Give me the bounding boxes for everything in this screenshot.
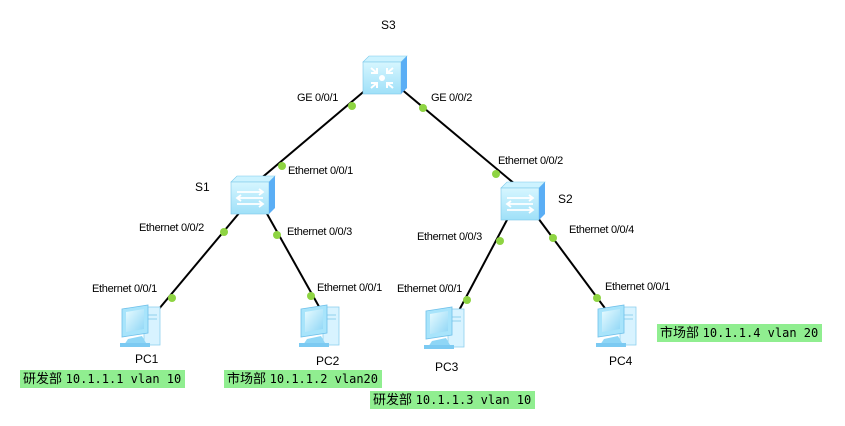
port-dot-pc1-e001 — [168, 294, 176, 302]
link-s3-s2[interactable] — [399, 87, 523, 191]
port-label-s1-e002: Ethernet 0/0/2 — [139, 222, 204, 234]
port-dot-s2-e003 — [496, 237, 504, 245]
pc-icon — [596, 304, 637, 347]
note-dept: 研发部 — [373, 393, 413, 408]
port-dot-s3-ge002 — [419, 104, 427, 112]
device-label-s2: S2 — [558, 192, 573, 206]
port-dot-pc2-e001 — [307, 292, 315, 300]
port-dot-s2-e002 — [492, 170, 500, 178]
port-dot-s3-ge001 — [348, 102, 356, 110]
port-label-pc1-e001: Ethernet 0/0/1 — [92, 283, 157, 295]
port-label-s2-e004: Ethernet 0/0/4 — [569, 224, 634, 236]
note-dept: 市场部 — [660, 326, 700, 341]
pc-pc2[interactable] — [299, 304, 340, 347]
note-dept: 市场部 — [227, 372, 267, 387]
port-label-s1-e003: Ethernet 0/0/3 — [287, 226, 352, 238]
device-label-pc1: PC1 — [135, 352, 159, 366]
port-dot-s1-e002 — [220, 228, 228, 236]
device-label-pc4: PC4 — [609, 354, 633, 368]
note-pc1: 研发部 10.1.1.1 vlan 10 — [20, 370, 186, 388]
note-pc2: 市场部 10.1.1.2 vlan20 — [224, 370, 383, 388]
switch-arrows-icon — [235, 188, 265, 208]
pc-pc4[interactable] — [596, 304, 637, 347]
port-dot-s2-e004 — [549, 234, 557, 242]
switch-s3[interactable] — [362, 55, 408, 95]
pc-icon — [120, 304, 161, 347]
port-label-s3-ge001: GE 0/0/1 — [297, 92, 339, 104]
port-dots — [168, 102, 601, 304]
device-label-s1: S1 — [195, 180, 210, 194]
port-label-s1-e001: Ethernet 0/0/1 — [288, 165, 353, 177]
pc-icon — [424, 306, 465, 349]
port-label-pc2-e001: Ethernet 0/0/1 — [317, 282, 382, 294]
port-label-s2-e003: Ethernet 0/0/3 — [417, 231, 482, 243]
note-dept: 研发部 — [23, 372, 63, 387]
port-label-s2-e002: Ethernet 0/0/2 — [498, 155, 563, 167]
switch-s1[interactable] — [230, 175, 276, 215]
note-pc3: 研发部 10.1.1.3 vlan 10 — [370, 391, 536, 409]
port-dot-pc4-e001 — [593, 294, 601, 302]
note-pc4: 市场部 10.1.1.4 vlan 20 — [657, 324, 823, 342]
port-label-pc3-e001: Ethernet 0/0/1 — [397, 283, 462, 295]
device-label-pc3: PC3 — [435, 360, 459, 374]
port-dot-s1-e001 — [278, 162, 286, 170]
device-label-pc2: PC2 — [316, 354, 340, 368]
note-info: 10.1.1.3 vlan 10 — [415, 393, 532, 407]
switch-arrows-icon — [505, 194, 535, 214]
port-label-s3-ge002: GE 0/0/2 — [431, 92, 473, 104]
note-info: 10.1.1.4 vlan 20 — [702, 326, 819, 340]
port-label-pc4-e001: Ethernet 0/0/1 — [605, 281, 670, 293]
port-dot-pc3-e001 — [463, 296, 471, 304]
pc-pc1[interactable] — [120, 304, 161, 347]
note-info: 10.1.1.2 vlan20 — [269, 372, 379, 386]
pc-pc3[interactable] — [424, 306, 465, 349]
switch-s2[interactable] — [500, 181, 546, 221]
device-label-s3: S3 — [381, 18, 396, 32]
port-dot-s1-e003 — [273, 231, 281, 239]
pc-icon — [299, 304, 340, 347]
core-switch-icon — [370, 67, 394, 89]
note-info: 10.1.1.1 vlan 10 — [65, 372, 182, 386]
